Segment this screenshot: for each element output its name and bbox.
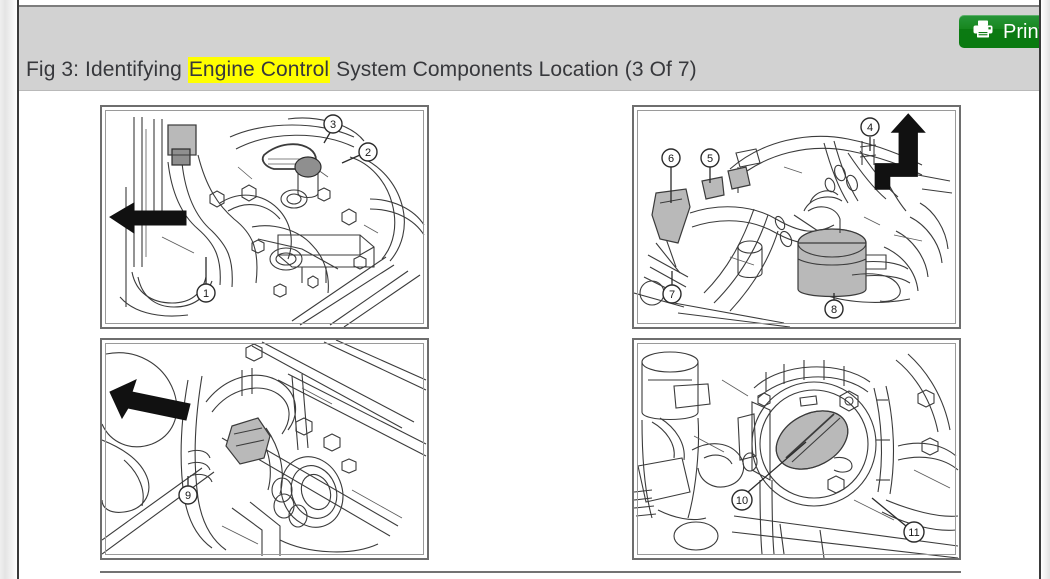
svg-text:8: 8 (831, 304, 837, 316)
svg-text:6: 6 (668, 153, 674, 165)
svg-text:1: 1 (203, 288, 209, 300)
callout-10: 10 (731, 489, 753, 511)
panel-3-illustration: 9 (102, 340, 427, 558)
callout-1: 1 (196, 257, 216, 303)
right-page-gutter (1041, 0, 1050, 579)
panel-2-illustration: 6 5 4 7 8 (634, 107, 959, 327)
svg-text:10: 10 (736, 495, 748, 507)
svg-text:9: 9 (185, 490, 191, 502)
figure-title-suffix: System Components Location (3 Of 7) (330, 58, 697, 81)
print-button-label: Print (1003, 20, 1045, 43)
section-divider (100, 571, 961, 573)
direction-arrow-left (109, 202, 187, 234)
left-page-gutter (0, 0, 17, 579)
callout-9: 9 (178, 476, 198, 505)
callout-7: 7 (662, 271, 682, 304)
panel-1-illustration: 3 2 1 (102, 107, 427, 327)
callout-3: 3 (323, 114, 343, 144)
print-button[interactable]: Print (959, 15, 1050, 48)
figure-title-prefix: Fig 3: Identifying (26, 58, 188, 81)
svg-text:4: 4 (867, 122, 873, 134)
left-page-border (17, 0, 19, 579)
header-band-edge (19, 90, 1039, 91)
svg-text:5: 5 (707, 153, 713, 165)
callout-11: 11 (871, 497, 925, 543)
figure-panel-bottom-left[interactable]: 9 (100, 338, 429, 560)
callout-5: 5 (700, 148, 720, 183)
direction-arrow-down-left (109, 379, 191, 421)
figure-panel-top-left[interactable]: 3 2 1 (100, 105, 429, 329)
figure-title-highlight: Engine Control (187, 57, 331, 83)
svg-text:3: 3 (330, 119, 336, 131)
svg-text:2: 2 (365, 147, 371, 159)
printer-icon (972, 19, 994, 44)
callout-8: 8 (824, 293, 844, 319)
svg-text:11: 11 (908, 527, 919, 539)
callout-4: 4 (860, 117, 880, 151)
callout-2: 2 (341, 142, 378, 164)
figure-panel-top-right[interactable]: 6 5 4 7 8 (632, 105, 961, 329)
figure-title: Fig 3: Identifying Engine Control System… (26, 56, 697, 84)
callout-6: 6 (661, 148, 681, 203)
right-page-border (1039, 0, 1041, 579)
svg-text:7: 7 (669, 289, 675, 301)
direction-arrow-up-right (874, 113, 926, 190)
panel-4-illustration: 10 11 (634, 340, 959, 558)
figure-panel-bottom-right[interactable]: 10 11 (632, 338, 961, 560)
